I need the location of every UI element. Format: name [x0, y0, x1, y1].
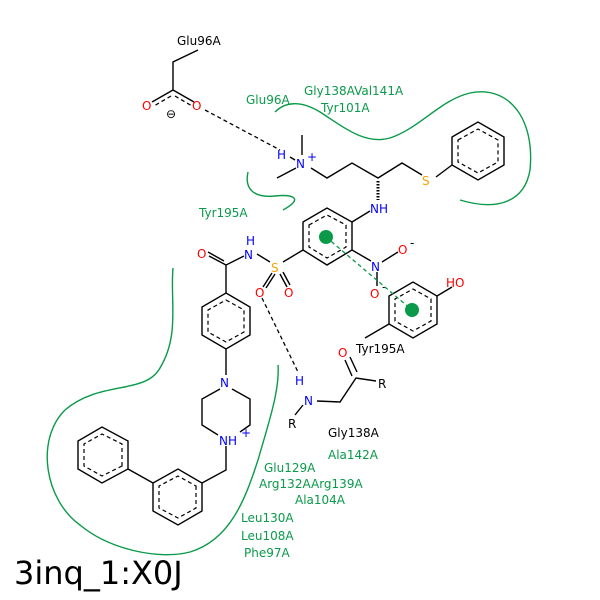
phenyl-ring-thio [451, 121, 505, 181]
atom-n: N [371, 260, 380, 274]
negative-charge-icon: ⊖ [166, 107, 176, 121]
residue-label-gly138-black: Gly138A [328, 426, 380, 440]
piperazine-bonds [201, 388, 251, 484]
negative-charge: - [382, 280, 386, 294]
atom-nh: NH [370, 202, 388, 216]
bond [127, 468, 154, 484]
residue-label-ala142: Ala142A [328, 448, 379, 462]
atom-n: N [220, 376, 229, 390]
atom-r: R [378, 377, 386, 391]
atom-o: O [284, 286, 293, 300]
alkyl-chain-bonds [276, 135, 453, 179]
phenyl-ring-terminal [77, 426, 129, 484]
positive-charge: + [241, 426, 251, 440]
positive-charge: + [307, 150, 317, 164]
hydrophobic-contour-top [274, 91, 532, 206]
carboxylate-delocalized [153, 95, 193, 107]
negative-charge: - [410, 236, 414, 250]
residue-label-glu96: Glu96A [246, 93, 291, 107]
atom-n: N [304, 394, 313, 408]
atom-n: N [244, 248, 253, 262]
atom-o: O [142, 99, 151, 113]
atom-h: H [277, 148, 286, 162]
residue-label-glu129: Glu129A [264, 461, 316, 475]
backbone-bonds [294, 356, 377, 416]
diagram-title: 3inq_1:X0J [14, 554, 183, 592]
atom-o-minus: O [398, 243, 407, 257]
atom-o: O [338, 346, 347, 360]
atom-o: O [197, 247, 206, 261]
aromatic-bonds [457, 128, 499, 174]
residue-label-leu108: Leu108A [241, 529, 294, 543]
hbond-gly138 [261, 297, 299, 373]
residue-label-tyr195-black: Tyr195A [355, 342, 405, 356]
atom-o: O [255, 286, 264, 300]
aromatic-bonds [158, 475, 197, 519]
residue-label-gly138-val141: Gly138AVal141A [304, 84, 404, 98]
hydrophobic-contour-left [46, 267, 279, 556]
glu96-sidechain-bond [172, 49, 199, 90]
bond [364, 286, 453, 339]
atom-o-minus: O [370, 287, 379, 301]
atom-ho: HO [446, 276, 464, 290]
hbond-glu96 [204, 109, 281, 151]
residue-label-glu96-black: Glu96A [177, 34, 222, 48]
pi-stacking-line [325, 236, 413, 311]
aromatic-bonds [394, 288, 432, 332]
atom-r: R [288, 417, 296, 431]
benzamide-ring [201, 292, 251, 350]
residue-label-tyr101: Tyr101A [320, 101, 370, 115]
sulfonyl-bonds [256, 253, 291, 289]
ring-centroid-icon [319, 230, 333, 244]
residue-label-arg132-arg139: Arg132AArg139A [259, 477, 363, 491]
atom-s: S [422, 174, 430, 188]
atom-s: S [271, 261, 279, 275]
aromatic-bonds [308, 214, 347, 259]
atom-h: H [246, 234, 255, 248]
carboxylate-bonds [151, 89, 195, 103]
residue-label-phe97: Phe97A [244, 546, 290, 560]
aromatic-bonds [83, 433, 123, 477]
atom-nh-plus: NH [219, 434, 237, 448]
atom-o: O [192, 99, 201, 113]
amide-bonds [207, 251, 245, 293]
residue-label-ala104: Ala104A [295, 493, 346, 507]
residue-label-leu130: Leu130A [241, 511, 294, 525]
residue-label-tyr195-green: Tyr195A [198, 206, 248, 220]
atom-n-plus: N [296, 157, 305, 171]
substituent-bonds [282, 210, 399, 286]
ring-centroid-icon [405, 303, 419, 317]
hydrophobic-contour-small [246, 171, 296, 211]
atom-h: H [295, 374, 304, 388]
benzyl-ring [152, 468, 203, 526]
aromatic-bonds [207, 299, 245, 343]
